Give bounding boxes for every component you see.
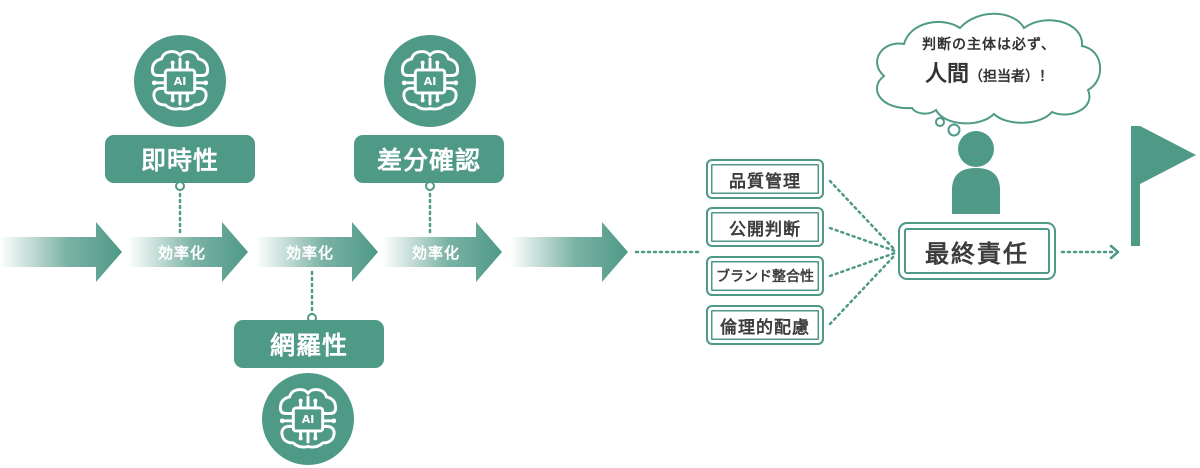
thought-line-1: 判断の主体は必ず、 (921, 37, 1057, 53)
arrow-5 (510, 222, 628, 282)
stage-speed: 即時性 (105, 135, 255, 183)
arrow-1 (0, 222, 122, 282)
flow-arrows (0, 222, 628, 282)
goal-flag-icon (1131, 126, 1196, 246)
person-icon (952, 131, 1000, 214)
checkpoint-brand: ブランド整合性 (706, 256, 824, 296)
thought-paren: （担当者） (969, 69, 1039, 85)
ai-chip-label-3: AI (301, 412, 315, 426)
arrow-4 (382, 222, 502, 282)
thought-exclaim: ！ (1039, 69, 1053, 85)
stage-coverage: 網羅性 (234, 320, 384, 368)
arrow-2 (128, 222, 248, 282)
arrow-3 (256, 222, 378, 282)
checkpoint-ethics: 倫理的配慮 (706, 305, 824, 345)
thought-cloud (876, 12, 1102, 137)
stage-connectors (178, 186, 432, 318)
final-arrow (1060, 244, 1120, 260)
stage-diff-check: 差分確認 (354, 135, 504, 183)
efficiency-label-1: 効率化 (157, 243, 206, 262)
thought-text: 判断の主体は必ず、 人間（担当者）！ (886, 34, 1092, 88)
checkpoint-publish: 公開判断 (706, 207, 824, 247)
ai-chip-label-2: AI (423, 74, 437, 88)
thought-line-2: 人間（担当者）！ (886, 56, 1092, 88)
checkpoint-quality: 品質管理 (706, 159, 824, 199)
thought-person: 人間 (924, 62, 969, 87)
converge-lines (828, 179, 897, 326)
efficiency-label-2: 効率化 (285, 243, 334, 262)
final-responsibility-box: 最終責任 (898, 222, 1056, 280)
ai-chip-label-1: AI (173, 74, 187, 88)
efficiency-label-3: 効率化 (411, 243, 460, 262)
